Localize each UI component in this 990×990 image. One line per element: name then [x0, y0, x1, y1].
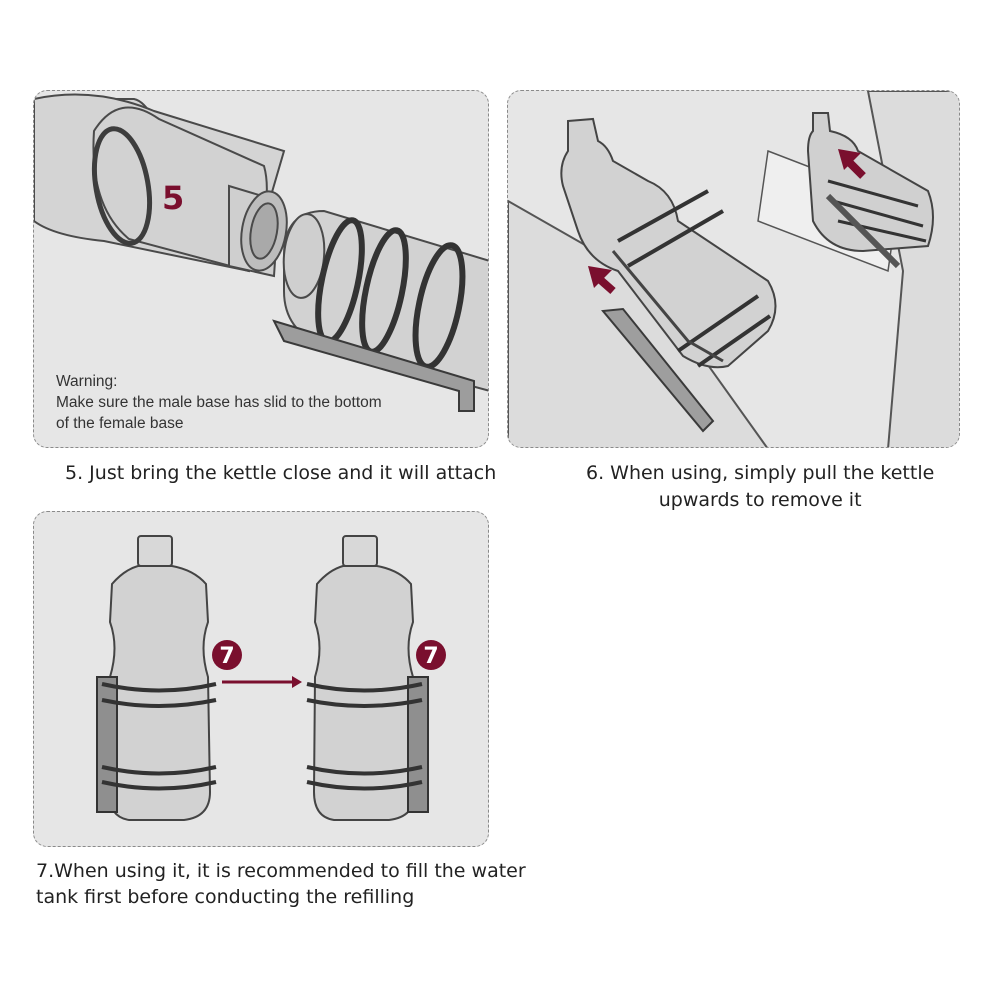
step-7-illustration: 7 7: [96, 535, 446, 821]
step-5-panel: 5 Warning: Make sure the male base has s…: [33, 90, 489, 448]
warning-line-2: of the female base: [56, 415, 184, 432]
badge-left-text: 7: [219, 644, 234, 669]
step-6-illustration: [508, 91, 959, 447]
step-7-caption-line-2: tank first before conducting the refilli…: [36, 886, 415, 908]
step-7-panel: 7 7: [33, 511, 489, 847]
step-6-caption: 6. When using, simply pull the kettle up…: [586, 460, 934, 514]
inset-bottle: [806, 112, 934, 269]
step-number-badge: 7: [212, 640, 242, 670]
badge-right-text: 7: [423, 644, 438, 669]
step-7-caption: 7.When using it, it is recommended to fi…: [36, 858, 526, 910]
bottle-after: [306, 535, 429, 821]
step-6-caption-line-2: upwards to remove it: [658, 489, 862, 511]
bottle-before: [96, 535, 217, 821]
up-left-arrow-icon: [838, 149, 866, 179]
bottle-left: [34, 93, 288, 278]
step-6-panel: [507, 90, 960, 448]
right-arrow-icon: [222, 676, 302, 688]
step-5-illustration: 5: [34, 93, 488, 412]
warning-note: Warning: Make sure the male base has sli…: [56, 371, 382, 434]
step-badge: 5: [162, 179, 184, 217]
step-7-caption-line-1: 7.When using it, it is recommended to fi…: [36, 860, 526, 882]
step-6-caption-line-1: 6. When using, simply pull the kettle: [586, 462, 935, 484]
up-left-arrow-icon: [588, 266, 616, 294]
main-bottle: [560, 117, 777, 369]
bottle-right-in-cage: [272, 209, 488, 412]
warning-title: Warning:: [56, 373, 118, 390]
step-number-badge: 7: [416, 640, 446, 670]
warning-line-1: Make sure the male base has slid to the …: [56, 394, 382, 411]
step-5-caption: 5. Just bring the kettle close and it wi…: [65, 462, 497, 484]
